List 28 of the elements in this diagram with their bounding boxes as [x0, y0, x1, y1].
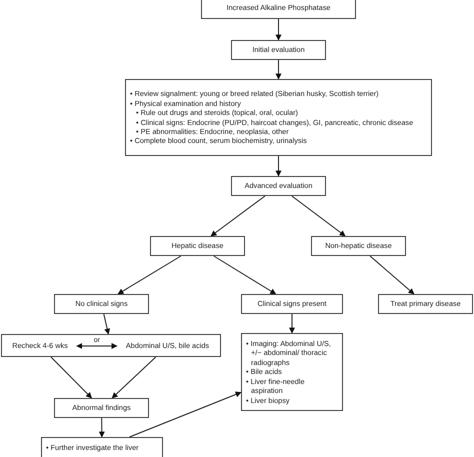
process-box: [150, 236, 245, 256]
process-box: [201, 0, 356, 19]
arrow: [103, 314, 110, 335]
process-box: [311, 236, 406, 256]
arrow: [129, 392, 242, 438]
arrow: [98, 418, 105, 438]
arrow: [370, 256, 414, 294]
arrow: [291, 196, 346, 236]
list-box: [41, 437, 163, 457]
arrow: [118, 256, 182, 294]
process-box: [54, 398, 149, 418]
process-box: [1, 334, 221, 357]
list-box: [125, 79, 432, 156]
arrow: [276, 18, 282, 41]
arrow: [276, 60, 282, 80]
arrow: [50, 356, 92, 398]
arrow: [112, 356, 156, 398]
arrow: [276, 156, 282, 177]
list-box: [241, 333, 343, 411]
process-box: [54, 294, 149, 314]
arrow: [289, 314, 295, 334]
arrow: [76, 343, 118, 349]
arrow: [213, 256, 276, 294]
process-box: [231, 176, 326, 196]
process-box: [378, 294, 473, 314]
arrow: [210, 196, 266, 236]
process-box: [231, 40, 326, 60]
process-box: [241, 294, 343, 314]
